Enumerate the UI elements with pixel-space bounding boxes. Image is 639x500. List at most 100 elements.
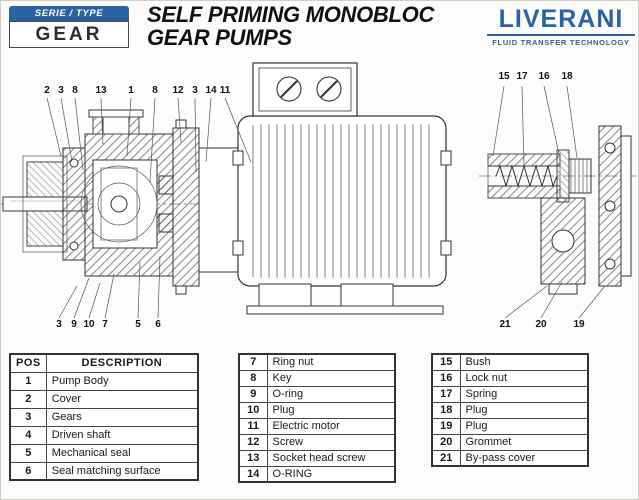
desc-cell: Grommet	[459, 433, 589, 451]
title-line2: GEAR PUMPS	[147, 25, 292, 50]
pos-cell: 20	[431, 433, 461, 451]
callout-label: 7	[102, 319, 108, 330]
brand-tagline: FLUID TRANSFER TECHNOLOGY	[492, 38, 630, 47]
desc-cell: Spring	[459, 385, 589, 403]
pos-cell: 14	[238, 465, 268, 483]
pos-cell: 18	[431, 401, 461, 419]
callout-label: 10	[83, 319, 95, 330]
callout-label: 19	[573, 319, 585, 330]
bypass-detail-drawing	[479, 125, 637, 295]
callout-label: 15	[498, 71, 510, 82]
desc-cell: O-ring	[266, 385, 396, 403]
terminal-box-screw-icon	[316, 76, 342, 102]
callout-label: 20	[535, 319, 547, 330]
pos-cell: 8	[238, 369, 268, 387]
col-header-pos: POS	[9, 353, 47, 373]
callout-label: 2	[44, 85, 50, 96]
pos-cell: 21	[431, 449, 461, 467]
callout-label: 5	[135, 319, 141, 330]
pos-cell: 12	[238, 433, 268, 451]
pos-cell: 11	[238, 417, 268, 435]
pump-section-drawing	[1, 109, 241, 295]
callout-label: 9	[71, 319, 77, 330]
desc-cell: Ring nut	[266, 353, 396, 371]
desc-cell: Bush	[459, 353, 589, 371]
pump-type-label: GEAR	[35, 23, 103, 45]
pos-cell: 13	[238, 449, 268, 467]
desc-cell: Electric motor	[266, 417, 396, 435]
pos-cell: 5	[9, 443, 47, 463]
callout-label: 6	[155, 319, 161, 330]
pos-cell: 4	[9, 425, 47, 445]
desc-cell: Driven shaft	[45, 425, 199, 445]
technical-drawing	[1, 62, 637, 319]
callout-label: 16	[538, 71, 550, 82]
desc-cell: Cover	[45, 389, 199, 409]
callout-label: 8	[152, 85, 158, 96]
desc-cell: Socket head screw	[266, 449, 396, 467]
desc-cell: Mechanical seal	[45, 443, 199, 463]
callout-label: 3	[58, 85, 64, 96]
callout-label: 11	[219, 85, 231, 96]
callout-label: 3	[56, 319, 62, 330]
title-line1: SELF PRIMING MONOBLOC	[147, 2, 435, 27]
col-header-description: DESCRIPTION	[45, 353, 199, 373]
serie-type-label: SERIE / TYPE	[34, 8, 104, 19]
pos-cell: 2	[9, 389, 47, 409]
motor-drawing	[232, 62, 452, 315]
callout-label: 14	[205, 85, 217, 96]
pos-cell: 15	[431, 353, 461, 371]
desc-cell: Seal matching surface	[45, 461, 199, 481]
pos-cell: 17	[431, 385, 461, 403]
desc-cell: Screw	[266, 433, 396, 451]
desc-cell: Lock nut	[459, 369, 589, 387]
brand-logo: LIVERANI FLUID TRANSFER TECHNOLOGY	[487, 6, 635, 47]
callout-label: 1	[128, 85, 134, 96]
leader-lines	[46, 85, 606, 319]
callout-label: 21	[499, 319, 511, 330]
serie-type-banner: SERIE / TYPE	[9, 6, 129, 21]
callout-label: 8	[72, 85, 78, 96]
desc-cell: Plug	[459, 401, 589, 419]
pump-type-box: GEAR	[9, 21, 129, 48]
desc-cell: By-pass cover	[459, 449, 589, 467]
pos-cell: 19	[431, 417, 461, 435]
callout-label: 12	[172, 85, 184, 96]
pos-cell: 6	[9, 461, 47, 481]
desc-cell: Plug	[459, 417, 589, 435]
page-title: SELF PRIMING MONOBLOC GEAR PUMPS	[147, 3, 434, 49]
pos-cell: 7	[238, 353, 268, 371]
desc-cell: O-RING	[266, 465, 396, 483]
pos-cell: 10	[238, 401, 268, 419]
desc-cell: Plug	[266, 401, 396, 419]
brand-name: LIVERANI	[487, 6, 635, 36]
callout-label: 17	[516, 71, 528, 82]
table-header-row: POS DESCRIPTION	[9, 353, 199, 373]
callout-label: 13	[95, 85, 107, 96]
desc-cell: Pump Body	[45, 371, 199, 391]
callout-label: 18	[561, 71, 573, 82]
